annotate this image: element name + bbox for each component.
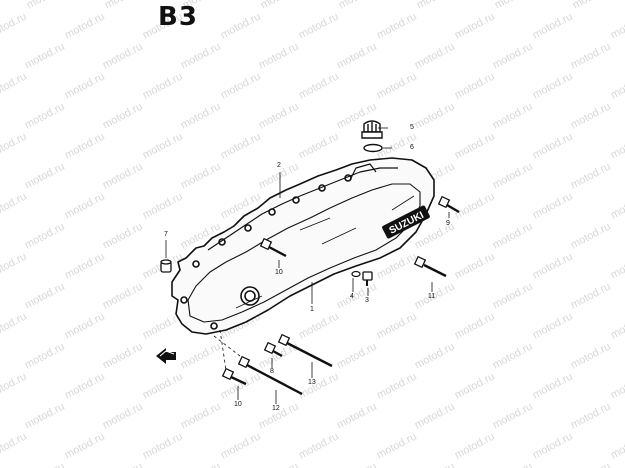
screw-11 [413,255,447,278]
callout-6: 6 [410,144,414,151]
oil-filler-cap [361,120,383,139]
leader-lines [165,127,450,404]
callout-5: 5 [410,124,414,131]
callout-12: 12 [272,405,280,412]
screw-8 [263,341,283,358]
callout-13: 13 [308,379,316,386]
callout-1: 1 [310,306,314,313]
screw-10-upper [259,237,287,258]
callout-7: 7 [164,231,168,238]
callout-11: 11 [428,293,436,300]
screw-9 [437,195,460,214]
callout-3: 3 [365,297,369,304]
crankcase-cover [171,157,435,335]
forward-arrow-icon [156,348,176,364]
section-code: B3 [158,2,198,32]
washer-4 [351,270,361,278]
callout-2: 2 [277,162,281,169]
callout-8: 8 [270,368,274,375]
o-ring [363,143,383,153]
screw-10-lower [221,367,247,386]
callout-4: 4 [350,293,354,300]
callout-10-lower: 10 [234,401,242,408]
screw-13 [277,333,333,368]
bolt-3 [362,271,373,286]
screw-12 [237,355,303,396]
callout-9: 9 [446,220,450,227]
callout-10-upper: 10 [275,269,283,276]
dowel-pin [160,259,172,273]
